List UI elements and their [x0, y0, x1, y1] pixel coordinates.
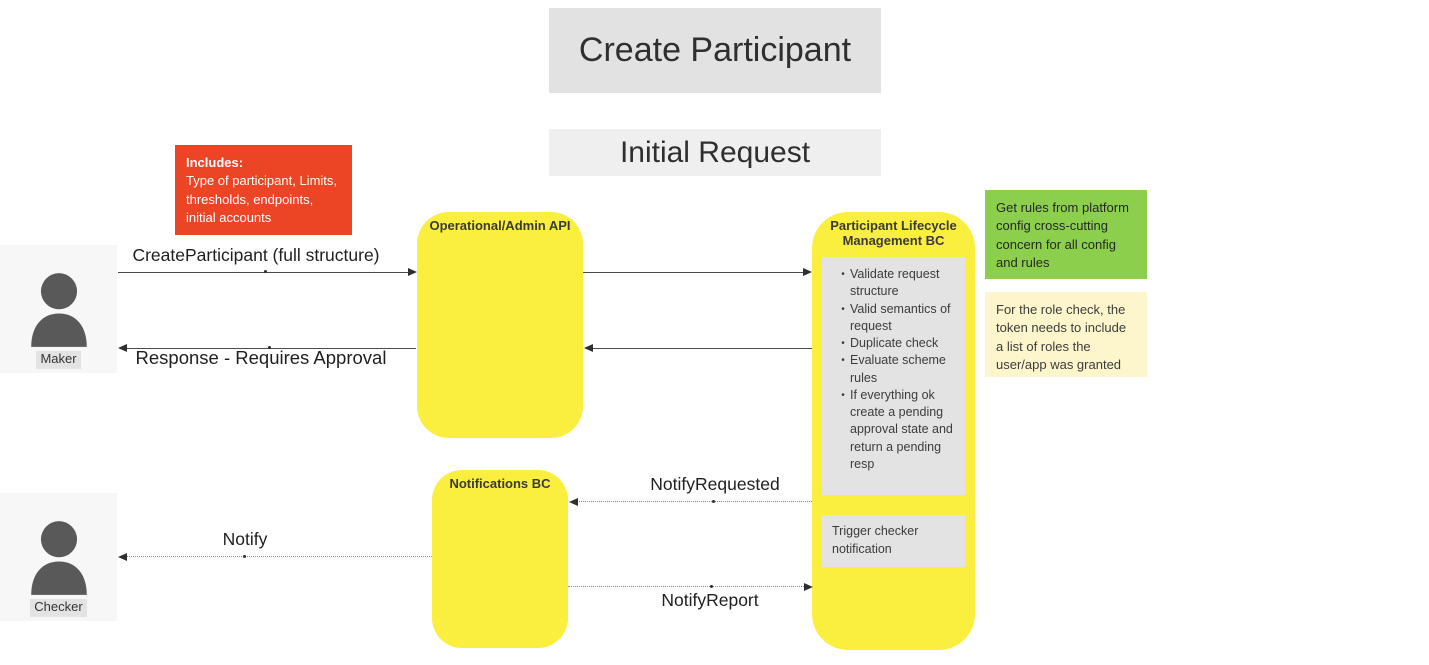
actor-maker-label: Maker [36, 350, 81, 369]
component-participant-lifecycle-bc: Participant Lifecycle Management BC • Va… [812, 212, 975, 650]
bullet-icon: • [841, 303, 845, 315]
arrowhead-right-icon [408, 268, 417, 276]
note-platform-config: Get rules from platform config cross-cut… [985, 190, 1147, 279]
arrowhead-right-icon [804, 583, 813, 591]
component-participant-lifecycle-bc-title: Participant Lifecycle Management BC [830, 218, 957, 248]
plm-step-item: • If everything ok create a pending appr… [836, 387, 961, 473]
component-notifications-bc-title: Notifications BC [449, 476, 551, 491]
actor-checker-label: Checker [30, 598, 87, 617]
component-operational-admin-api: Operational/Admin API [417, 212, 583, 438]
actor-maker: Maker [0, 245, 117, 373]
arrow-midpoint [243, 555, 246, 558]
arrowhead-left-icon [584, 344, 593, 352]
arrow-notify-requested [574, 501, 812, 502]
arrowhead-right-icon [803, 268, 812, 276]
component-notifications-bc: Notifications BC [432, 470, 568, 648]
diagram-subtitle: Initial Request [549, 129, 881, 176]
message-response-label: Response - Requires Approval [135, 347, 387, 368]
note-includes-heading: Includes: [186, 155, 244, 170]
message-notify-requested-label: NotifyRequested [650, 474, 780, 494]
arrowhead-left-icon [118, 553, 127, 561]
arrow-midpoint [264, 270, 267, 273]
arrow-midpoint [712, 500, 715, 503]
person-icon [30, 520, 87, 595]
arrow-midpoint [710, 585, 713, 588]
note-includes: Includes: Type of participant, Limits, t… [175, 145, 352, 235]
plm-trigger-note: Trigger checker notification [822, 515, 965, 567]
diagram-title: Create Participant [549, 8, 881, 93]
bullet-icon: • [841, 269, 845, 280]
plm-step-item: • Valid semantics of request [836, 301, 961, 336]
arrowhead-left-icon [118, 344, 127, 352]
plm-step-item: • Validate request structure [836, 266, 961, 301]
arrow-notify-report [568, 586, 804, 587]
message-notify-label: Notify [222, 529, 268, 549]
plm-step-item: • Evaluate scheme rules [836, 352, 961, 387]
note-role-check: For the role check, the token needs to i… [985, 292, 1147, 377]
message-create-participant-label: CreateParticipant (full structure) [132, 245, 380, 265]
person-icon [30, 272, 87, 347]
bullet-icon: • [841, 355, 845, 367]
arrow-api-to-plm [583, 272, 805, 273]
note-includes-body: Type of participant, Limits, thresholds,… [186, 173, 338, 226]
arrow-notify [123, 556, 432, 557]
bullet-icon: • [841, 389, 845, 401]
plm-step-item: • Duplicate check [836, 335, 961, 352]
plm-steps-list: • Validate request structure • Valid sem… [822, 257, 965, 495]
component-operational-admin-api-title: Operational/Admin API [429, 218, 571, 233]
actor-checker: Checker [0, 493, 117, 621]
arrowhead-left-icon [569, 498, 578, 506]
message-notify-report-label: NotifyReport [661, 590, 759, 610]
arrow-midpoint [268, 346, 271, 349]
arrow-plm-to-api [588, 348, 812, 349]
bullet-icon: • [841, 338, 845, 349]
